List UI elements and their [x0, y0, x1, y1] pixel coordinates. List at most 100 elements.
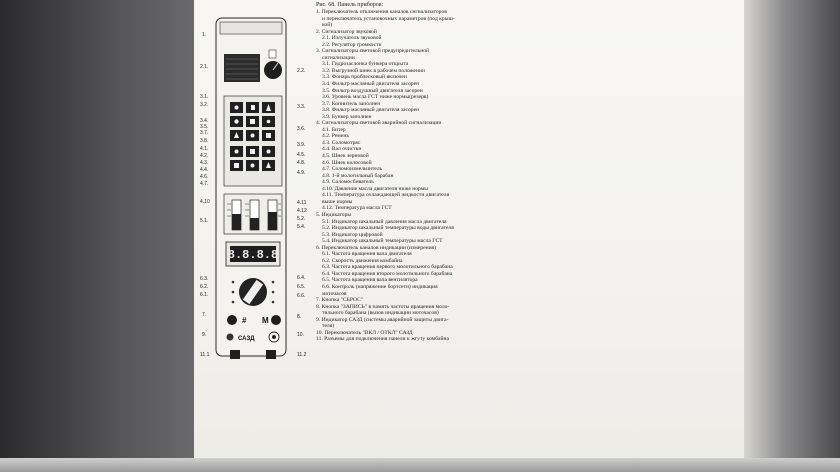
callout: 3.5.	[200, 124, 209, 130]
callout: 4.4.	[200, 167, 209, 173]
instrument-panel-figure: 8.8.8.8 # M САЗД	[215, 17, 287, 359]
legend-line: 6.4. Частота вращения второго молотильно…	[322, 270, 453, 277]
callout: 4.6.	[200, 174, 209, 180]
legend-line: 4.6. Шнек колосовой	[322, 159, 372, 166]
record-button-symbol: M	[262, 316, 269, 325]
legend-line: 4.7. Соломоизмельчитель	[322, 166, 383, 173]
callout: 4.1.	[200, 146, 209, 152]
legend-line: 3.8. Фильтр масляный двигателя засорен	[322, 107, 420, 114]
legend-line: 3. Сигнализаторы световой предупредитель…	[316, 48, 430, 55]
screen-right-shadow	[744, 0, 840, 472]
legend-line: 4.12. Температура масла ГСТ	[322, 205, 392, 212]
callout: 8.	[297, 314, 302, 320]
screen-left-shadow	[0, 0, 196, 472]
callout: 1.	[202, 32, 207, 38]
legend-line: 4.4. Вал очистки	[322, 146, 362, 153]
callout: 5.1.	[200, 218, 209, 224]
callout: 9.	[202, 332, 207, 338]
legend-line: 6.6. Контроль (напряжение бортсети) инди…	[322, 283, 438, 290]
digital-display-value: 8.8.8.8	[228, 248, 278, 262]
legend-line: 6.1. Частота вращения вала двигателя	[322, 251, 412, 258]
legend-line: тильного барабана (вызов индикации моточ…	[322, 310, 439, 317]
legend-line: 4.3. Соломотряс	[322, 139, 361, 146]
legend-line: 1. Переключатель отключения каналов сигн…	[316, 9, 447, 15]
taskbar-strip	[0, 458, 840, 472]
callout: 4.3.	[200, 160, 209, 166]
callout: 4.7.	[200, 181, 209, 187]
legend-line: 6.2. Скорость движения комбайна	[322, 257, 403, 264]
legend-line: 4.1. Битер	[322, 126, 346, 133]
legend-line: 3.3. Фонарь проблесковый включен	[322, 74, 407, 81]
legend-line: 4.2. Ремень	[322, 133, 349, 140]
callout: 5.4.	[297, 224, 306, 230]
legend-line: 9. Индикатор САЗД (системы аварийной защ…	[316, 316, 449, 323]
legend-line: 3.6. Уровень масла ГСТ ниже нормы(резерв…	[322, 94, 429, 101]
callout: 3.8.	[200, 138, 209, 144]
legend-line: 8. Кнопка "ЗАПИСЬ" в память частоты вращ…	[316, 303, 450, 310]
switch-1	[268, 49, 277, 59]
legend-line: 4.8. 1-й молотильный барабан	[322, 172, 394, 179]
callout: 4.8.	[297, 160, 306, 166]
figure-caption: Рис. 68. Панель приборов:	[316, 2, 384, 8]
callout: 4.10	[200, 199, 210, 205]
legend-line: 4.11. Температура охлаждающей жидкости д…	[322, 192, 450, 199]
panel-top-cap	[219, 21, 283, 35]
callout: 2.2.	[297, 68, 306, 74]
legend-line: 4.9. Соломосбиватель	[322, 179, 374, 186]
reset-button	[227, 315, 237, 325]
legend-line: 4.10. Давление масла двигателя ниже норм…	[322, 185, 428, 192]
callout: 4.12	[297, 208, 307, 214]
legend-line: 11. Разъемы для подключения панели к жгу…	[316, 336, 450, 343]
record-button	[271, 315, 281, 325]
callout: 4.5.	[297, 152, 306, 158]
speaker-grille	[224, 54, 260, 82]
connector-left	[230, 350, 240, 359]
legend-line: 3.4. Фильтр масляный двигателя засорен	[322, 81, 420, 88]
legend-line: 3.5. Фильтр воздушный двигателя засорен	[322, 87, 423, 94]
legend-line: 4. Сигнализаторы световой аварийной сигн…	[316, 120, 442, 127]
legend-line: сигнализации	[322, 54, 355, 61]
legend-line: 4.5. Шнек зерновой	[322, 153, 369, 160]
legend-line: и переключатель установочных параметров …	[322, 15, 455, 22]
legend-line: 2.2. Регулятор громкости	[322, 41, 382, 48]
legend-line: 2. Сигнализатор звуковой	[316, 28, 377, 35]
callout: 4.2.	[200, 153, 209, 159]
callout: 6.5.	[297, 284, 306, 290]
callout: 6.2.	[200, 284, 209, 290]
legend-line: 2.1. Излучатель звуковой	[322, 35, 382, 42]
callout: 3.4.	[200, 118, 209, 124]
callout: 7.	[202, 312, 207, 318]
legend-line: кой)	[322, 22, 333, 29]
legend-line: 10. Переключатель "ВКЛ / ОТКЛ" САЗД	[316, 329, 413, 336]
callout: 10.	[297, 332, 304, 338]
callout: 3.3.	[297, 104, 306, 110]
legend-line: 6.3. Частота вращения первого молотильно…	[322, 264, 453, 271]
reset-button-symbol: #	[242, 316, 247, 325]
callout: 4.9.	[297, 170, 306, 176]
legend-line: 6.5. Частота вращения вала вентилятора	[322, 277, 418, 284]
callout: 6.4.	[297, 275, 306, 281]
legend-line: 3.7. Копнитель заполнен	[322, 100, 381, 107]
sazd-label: САЗД	[238, 336, 255, 342]
legend-line: 5.1. Индикатор шкальный давления масла д…	[322, 218, 447, 225]
callout: 11.1	[200, 352, 210, 358]
sazd-indicator	[226, 333, 234, 341]
legend-line: 5.4. Индикатор шкальный температуры масл…	[322, 238, 443, 245]
callout: 6.6.	[297, 293, 306, 299]
legend-line: 5.3. Индикатор цифровой	[322, 231, 383, 238]
legend-line: выше нормы	[322, 198, 353, 205]
callout: 3.1.	[200, 94, 209, 100]
callout: 2.1.	[200, 64, 209, 70]
callout: 11.2	[297, 352, 307, 358]
legend-line: теля)	[322, 323, 335, 330]
figure-legend: Рис. 68. Панель приборов: 1. Переключате…	[316, 2, 516, 343]
legend-line: 7. Кнопка "СБРОС"	[316, 297, 364, 304]
legend-line: 6. Переключатель каналов индикации (изме…	[316, 244, 436, 251]
callout: 3.6.	[297, 126, 306, 132]
legend-line: моточасов	[322, 290, 347, 297]
callout: 6.3.	[200, 276, 209, 282]
callout: 3.9.	[297, 142, 306, 148]
callout: 5.2.	[297, 216, 306, 222]
legend-line: 3.1. Гидрозаслонка бункера открыта	[322, 61, 409, 68]
